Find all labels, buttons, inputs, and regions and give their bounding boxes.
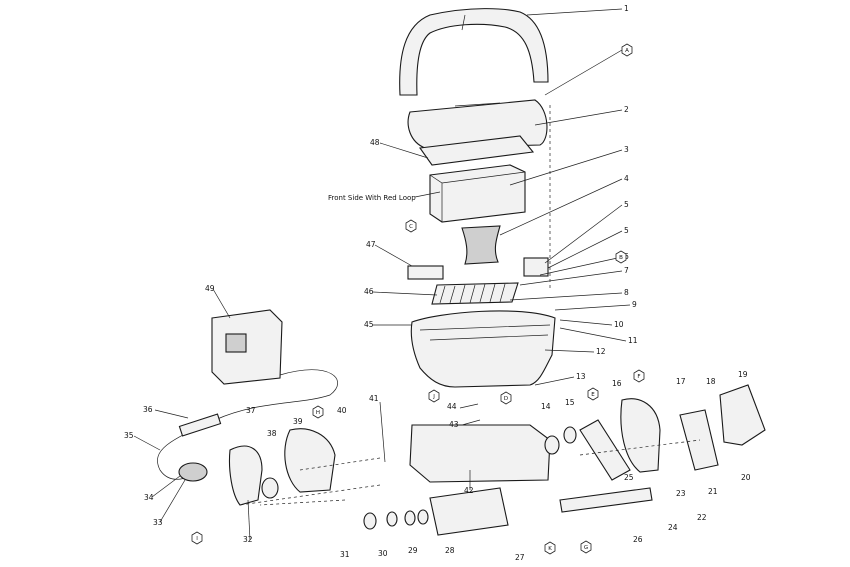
part-small-block [407,265,444,280]
callout-30: 30 [378,549,388,558]
callout-1: 1 [624,4,629,13]
ref-hex-h: H [312,405,324,419]
part-grate [431,282,519,305]
svg-text:K: K [548,546,552,552]
callout-31: 31 [340,550,350,559]
ref-hex-b: B [615,250,627,264]
callout-34: 34 [144,493,154,502]
part-floating-cable [157,369,338,482]
callout-17: 17 [676,377,686,386]
callout-11: 11 [628,336,638,345]
svg-text:D: D [504,396,508,402]
callout-12: 12 [596,347,606,356]
callout-42: 42 [464,486,474,495]
part-handle [399,8,549,96]
part-gasket [419,135,535,166]
ref-hex-d: D [500,391,512,405]
callout-13: 13 [576,372,586,381]
part-main-body [410,310,556,388]
callout-6: 6 [624,252,629,261]
part-filter-lid [407,99,548,149]
part-right-side-assembly [544,384,766,481]
callout-38: 38 [267,429,277,438]
front-side-note: Front Side With Red Loop [328,194,416,202]
callout-45: 45 [364,320,374,329]
callout-19: 19 [738,370,748,379]
svg-text:I: I [196,536,198,542]
callout-27: 27 [515,553,525,562]
callout-7: 7 [624,266,629,275]
part-left-side-assembly [228,428,336,506]
svg-text:G: G [584,545,588,551]
callout-24: 24 [668,523,678,532]
part-small-rings [363,509,429,530]
callout-43: 43 [449,420,459,429]
callout-16: 16 [612,379,622,388]
callout-26: 26 [633,535,643,544]
callout-20: 20 [741,473,751,482]
ref-hex-e: E [587,387,599,401]
callout-28: 28 [445,546,455,555]
part-brush [429,487,509,536]
callout-44: 44 [447,402,457,411]
callout-numbers: 1 2 3 4 5 5 6 7 8 9 10 11 12 13 14 15 16… [124,4,751,562]
callout-39: 39 [293,417,303,426]
callout-35: 35 [124,431,134,440]
part-motor-mount [523,257,549,277]
svg-text:B: B [619,255,623,261]
callout-36: 36 [143,405,153,414]
ref-hex-f: F [633,369,645,383]
callout-41: 41 [369,394,379,403]
callout-18: 18 [706,377,716,386]
callout-33: 33 [153,518,163,527]
ref-hex-c: C [405,219,417,233]
callout-4: 4 [624,174,629,183]
callout-8: 8 [624,288,629,297]
leader-lines [133,8,631,541]
ref-hex-k: K [544,541,556,555]
ref-hex-i: I [191,531,203,545]
svg-text:C: C [409,224,413,230]
part-power-supply [211,309,283,385]
svg-text:H: H [316,410,320,416]
callout-23: 23 [676,489,686,498]
part-filter-cartridge [429,164,526,223]
callout-2: 2 [624,105,629,114]
callout-40: 40 [337,406,347,415]
callout-29: 29 [408,546,418,555]
callout-22: 22 [697,513,707,522]
callout-21: 21 [708,487,718,496]
callout-48: 48 [370,138,380,147]
callout-37: 37 [246,406,256,415]
ref-hex-a: A [621,43,633,57]
svg-text:E: E [591,392,595,398]
callout-5b: 5 [624,226,629,235]
svg-text:F: F [637,374,640,380]
svg-text:J: J [432,394,435,400]
callout-25: 25 [624,473,634,482]
reference-letters: A B C D E F G H [191,43,645,555]
callout-32: 32 [243,535,253,544]
callout-5a: 5 [624,200,629,209]
ref-hex-j: J [428,389,440,403]
part-impeller [461,225,501,265]
callout-14: 14 [541,402,551,411]
part-axle [559,487,653,513]
ref-hex-g: G [580,540,592,554]
callout-15: 15 [565,398,575,407]
callout-47: 47 [366,240,376,249]
svg-text:A: A [625,48,629,54]
callout-49: 49 [205,284,215,293]
callout-46: 46 [364,287,374,296]
part-chassis [409,424,551,483]
callout-10: 10 [614,320,624,329]
callout-3: 3 [624,145,629,154]
callout-9: 9 [632,300,637,309]
